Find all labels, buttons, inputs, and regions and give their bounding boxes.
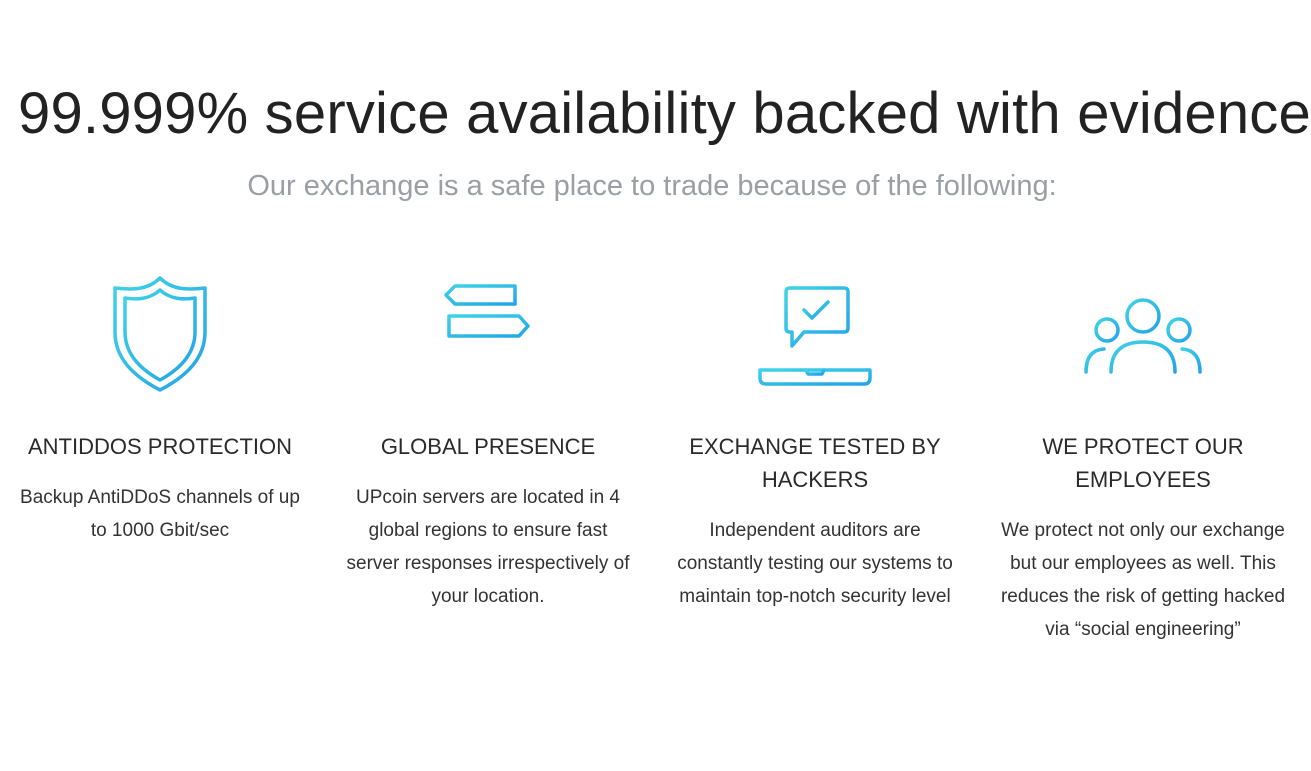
shield-icon: [10, 265, 310, 400]
signpost-icon: [338, 265, 638, 400]
feature-tested-by-hackers: EXCHANGE TESTED BY HACKERS Independent a…: [665, 265, 965, 613]
feature-title: EXCHANGE TESTED BY HACKERS: [689, 434, 941, 492]
feature-description: Backup AntiDDoS channels of up to 1000 G…: [20, 487, 300, 541]
feature-description: We protect not only our exchange but our…: [1000, 520, 1286, 640]
feature-title: WE PROTECT OUR EMPLOYEES: [1042, 434, 1244, 492]
laptop-check-icon: [665, 265, 965, 400]
feature-global-presence: GLOBAL PRESENCE UPcoin servers are locat…: [338, 265, 638, 613]
feature-protect-employees: WE PROTECT OUR EMPLOYEES We protect not …: [993, 265, 1293, 646]
page-subtitle: Our exchange is a safe place to trade be…: [247, 170, 1057, 202]
feature-title: GLOBAL PRESENCE: [380, 434, 596, 459]
feature-description: UPcoin servers are located in 4 global r…: [346, 487, 630, 607]
feature-antiddos: ANTIDDOS PROTECTION Backup AntiDDoS chan…: [10, 265, 310, 547]
people-icon: [993, 265, 1293, 400]
feature-description: Independent auditors are constantly test…: [677, 520, 953, 607]
page-title: 99.999% service availability backed with…: [18, 81, 1311, 146]
feature-title: ANTIDDOS PROTECTION: [27, 434, 292, 459]
